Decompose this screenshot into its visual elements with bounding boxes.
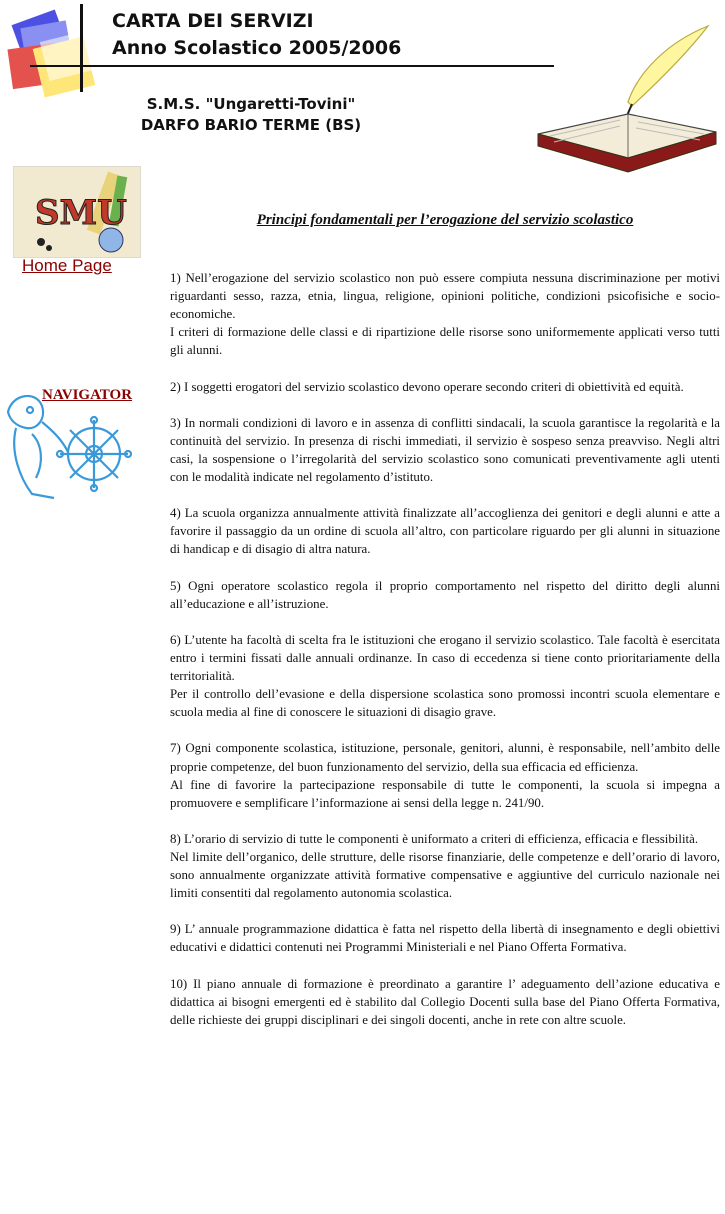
principle-6: 6) L’utente ha facoltà di scelta fra le … xyxy=(170,631,720,721)
school-place: DARFO BARIO TERME (BS) xyxy=(140,116,362,134)
school-name: S.M.S. "Ungaretti-Tovini" xyxy=(146,95,356,113)
principle-10-text: 10) Il piano annuale di formazione è pre… xyxy=(170,976,720,1027)
principle-5: 5) Ogni operatore scolastico regola il p… xyxy=(170,577,720,613)
principle-1: 1) Nell’erogazione del servizio scolasti… xyxy=(170,269,720,359)
home-page-link[interactable]: Home Page xyxy=(22,256,112,275)
principle-4-text: 4) La scuola organizza annualmente attiv… xyxy=(170,506,720,557)
page-title: CARTA DEI SERVIZI Anno Scolastico 2005/2… xyxy=(112,8,401,62)
principle-8-text: 8) L’orario di servizio di tutte le comp… xyxy=(170,831,699,846)
principle-4: 4) La scuola organizza annualmente attiv… xyxy=(170,504,720,558)
principle-3-text: 3) In normali condizioni di lavoro e in … xyxy=(170,415,720,485)
navigator-illustration xyxy=(6,395,133,500)
principle-3: 3) In normali condizioni di lavoro e in … xyxy=(170,414,720,486)
school-logo-squares xyxy=(7,9,96,98)
principle-6-text: 6) L’utente ha facoltà di scelta fra le … xyxy=(170,632,720,684)
principle-8-text-2: Nel limite dell’organico, delle struttur… xyxy=(170,850,720,901)
school-info: S.M.S. "Ungaretti-Tovini" DARFO BARIO TE… xyxy=(120,94,382,136)
header-vertical-rule xyxy=(80,4,83,92)
principles-content: 1) Nell’erogazione del servizio scolasti… xyxy=(170,269,720,1047)
principle-9: 9) L’ annuale programmazione didattica è… xyxy=(170,920,720,956)
principle-7: 7) Ogni componente scolastica, istituzio… xyxy=(170,739,720,811)
principle-1-text-2: I criteri di formazione delle classi e d… xyxy=(170,325,720,358)
principle-6-text-2: Per il controllo dell’evasione e della d… xyxy=(170,687,720,720)
principle-2-text: 2) I soggetti erogatori del servizio sco… xyxy=(170,379,684,394)
navigator-link[interactable]: NAVIGATOR xyxy=(42,387,133,403)
smu-logo-image: SMU xyxy=(13,166,141,258)
principle-8: 8) L’orario di servizio di tutte le comp… xyxy=(170,830,720,902)
smu-logo-text: SMU xyxy=(35,193,127,233)
title-line-1: CARTA DEI SERVIZI xyxy=(112,10,314,32)
header-horizontal-rule xyxy=(30,65,554,67)
principle-9-text: 9) L’ annuale programmazione didattica è… xyxy=(170,922,720,955)
book-quill-illustration xyxy=(537,24,717,173)
title-line-2: Anno Scolastico 2005/2006 xyxy=(112,37,402,59)
principle-7-text: 7) Ogni componente scolastica, istituzio… xyxy=(170,741,720,774)
principle-7-text-2: Al fine di favorire la partecipazione re… xyxy=(170,777,720,810)
principle-1-text: 1) Nell’erogazione del servizio scolasti… xyxy=(170,271,720,322)
principles-heading: Principi fondamentali per l’erogazione d… xyxy=(256,212,634,228)
principle-2: 2) I soggetti erogatori del servizio sco… xyxy=(170,378,720,396)
principle-10: 10) Il piano annuale di formazione è pre… xyxy=(170,975,720,1029)
principle-5-text: 5) Ogni operatore scolastico regola il p… xyxy=(170,578,720,611)
